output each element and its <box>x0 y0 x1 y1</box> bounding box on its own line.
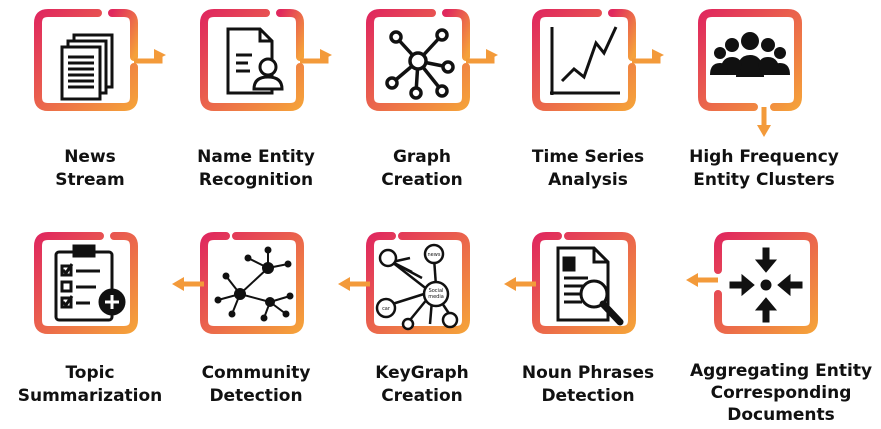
step-label: News Stream <box>55 147 125 190</box>
step-label: Noun Phrases Detection <box>521 363 655 406</box>
clipboard-checklist-icon <box>54 244 126 322</box>
graph-network-icon <box>385 28 455 100</box>
step-frame <box>366 9 498 111</box>
step-frame <box>504 232 636 334</box>
step-frame <box>34 9 166 111</box>
step-label: Name Entity Recognition <box>197 147 315 190</box>
line-chart-icon <box>550 26 620 95</box>
community-graph-icon <box>214 246 294 322</box>
step-frame <box>532 9 664 111</box>
keygraph-node-social-media <box>422 280 450 308</box>
document-person-icon <box>226 27 284 95</box>
keygraph-news-text: news <box>428 252 441 258</box>
step-frame <box>34 232 138 334</box>
step-frame <box>686 232 818 334</box>
document-magnifier-icon <box>556 246 624 326</box>
step-frame <box>698 9 802 137</box>
keygraph-car-text: car <box>382 306 391 312</box>
keygraph-icon <box>375 243 459 331</box>
step-label: Topic Summarization <box>17 363 163 406</box>
keygraph-node-car <box>375 297 397 319</box>
step-label: Time Series Analysis <box>531 147 645 190</box>
step-label: Graph Creation <box>381 147 463 190</box>
keygraph-node-news <box>423 243 445 265</box>
people-cluster-icon <box>710 32 790 77</box>
step-frame <box>200 9 332 111</box>
step-label: Aggregating Entity Corresponding Documen… <box>689 361 873 425</box>
step-label: KeyGraph Creation <box>375 363 469 406</box>
documents-stack-icon <box>60 33 114 101</box>
step-label: High Frequency Entity Clusters <box>689 147 839 190</box>
arrows-converge-icon <box>729 247 803 323</box>
step-label: Community Detection <box>201 363 311 406</box>
step-frame <box>172 232 304 334</box>
